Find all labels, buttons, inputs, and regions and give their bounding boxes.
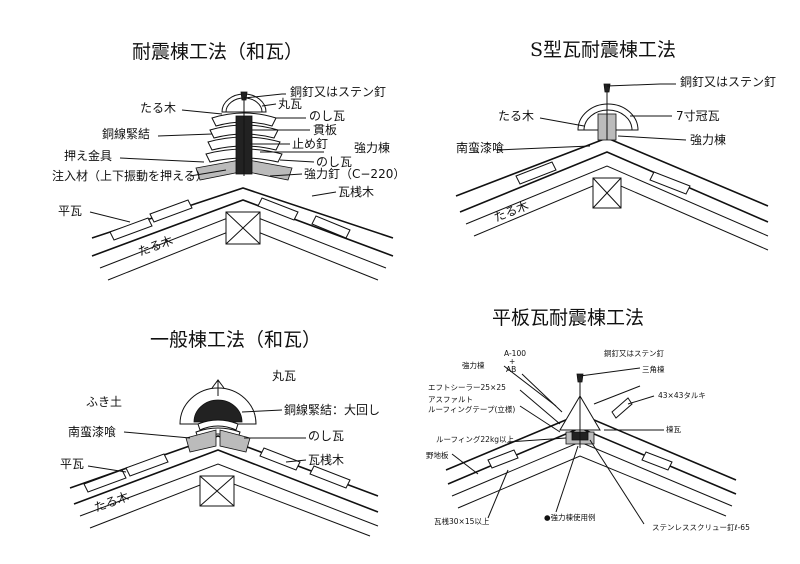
label-kyoryokumune-tr: 強力棟 (690, 132, 726, 147)
ridge-post-bl (199, 475, 235, 507)
label-plus-br: + (509, 357, 515, 366)
label-kanmuri-tr: 7寸冠瓦 (676, 109, 720, 123)
ridge-post-tr (592, 177, 622, 209)
label-nuki-tl: 貫板 (313, 123, 337, 137)
label-noshigawara-bl: のし瓦 (308, 429, 344, 443)
label-copper-nail-tr: 銅釘又はステン釘 (680, 74, 776, 89)
leaders-br (451, 365, 664, 525)
label-roofing-br: ルーフィング22kg以上 (436, 434, 515, 444)
label-taruki-size-br: 43×43タルキ (658, 391, 706, 400)
label-taruki-rafter-bl: たる木 (92, 489, 131, 514)
label-sanki-size-br: 瓦桟30×15以上 (434, 516, 490, 526)
roof-slopes-tl (91, 187, 394, 281)
label-sanki-bl: 瓦桟木 (308, 453, 344, 467)
label-marugawara-tl: 丸瓦 (278, 97, 302, 111)
ridge-post-tl (225, 211, 261, 245)
label-munegawara-br: 棟瓦 (666, 424, 681, 434)
label-screw-br: ステンレススクリュー釘ℓ-65 (652, 522, 750, 532)
label-wire-bl: 銅線緊結：大回し (284, 402, 380, 417)
label-roofing-tape-br: ルーフィングテープ(立様) (428, 404, 515, 414)
label-sanki-tl: 瓦桟木 (338, 185, 374, 199)
label-copper-nail-tl: 銅釘又はステン釘 (290, 84, 386, 99)
label-fukitsuchi-bl: ふき土 (86, 395, 122, 409)
label-hiragawara-bl: 平瓦 (60, 457, 84, 471)
leaders-tr (495, 83, 687, 151)
label-noshigawara-top-tl: のし瓦 (309, 109, 345, 123)
label-copper-nail-br: 銅釘又はステン釘 (604, 348, 664, 358)
title-bottom-left: 一般棟工法（和瓦） (150, 329, 321, 351)
title-top-right: S型瓦耐震棟工法 (530, 39, 676, 61)
label-tomekugi-tl: 止め釘 (292, 136, 328, 151)
label-taruki-tr: たる木 (498, 109, 534, 123)
label-osae-tl: 押え金具 (64, 148, 112, 163)
ridge-cap-tr (577, 83, 639, 141)
leaders-bl (87, 409, 307, 473)
label-asphalt-br: アスファルト (428, 395, 473, 404)
label-taruki-tl: たる木 (140, 101, 176, 115)
panel-top-right: S型瓦耐震棟工法 銅釘又はステン釘 たる木 (455, 39, 776, 251)
label-ab-br: AB (506, 365, 516, 374)
title-top-left: 耐震棟工法（和瓦） (132, 41, 303, 63)
panel-bottom-left: 一般棟工法（和瓦） (60, 329, 380, 537)
ridge-assembly-br (559, 373, 633, 448)
label-kyoryokukugi-tl: 強力釘（C−220） (304, 166, 405, 181)
label-chunyu-tl: 注入材（上下振動を押える） (52, 168, 208, 183)
label-kyoryokumune-br: 強力棟 (462, 360, 485, 370)
leaders-tl (89, 93, 337, 223)
label-wire-tl: 銅線緊結 (102, 126, 150, 141)
label-nanban-bl: 南蛮漆喰 (68, 424, 116, 439)
panel-top-left: 耐震棟工法（和瓦） (52, 41, 405, 281)
label-example-br: ●強力棟使用例 (544, 512, 596, 522)
label-noshigawara-low-tl: のし瓦 (316, 155, 352, 169)
label-hiragawara-tl: 平瓦 (58, 204, 82, 218)
label-a100-br: A-100 (504, 349, 526, 358)
label-marugawara-bl: 丸瓦 (272, 369, 296, 383)
label-sankakumune-br: 三角棟 (642, 364, 665, 374)
label-nanban-tr: 南蛮漆喰 (456, 140, 504, 155)
ridge-stack-bl (179, 379, 257, 453)
panel-bottom-right: 平板瓦耐震棟工法 (426, 307, 750, 532)
label-kyoryokumune-tl: 強力棟 (354, 140, 390, 155)
label-nojiita-br: 野地板 (426, 450, 449, 460)
label-eft-br: エフトシーラー25×25 (428, 383, 506, 392)
title-bottom-right: 平板瓦耐震棟工法 (492, 307, 644, 329)
